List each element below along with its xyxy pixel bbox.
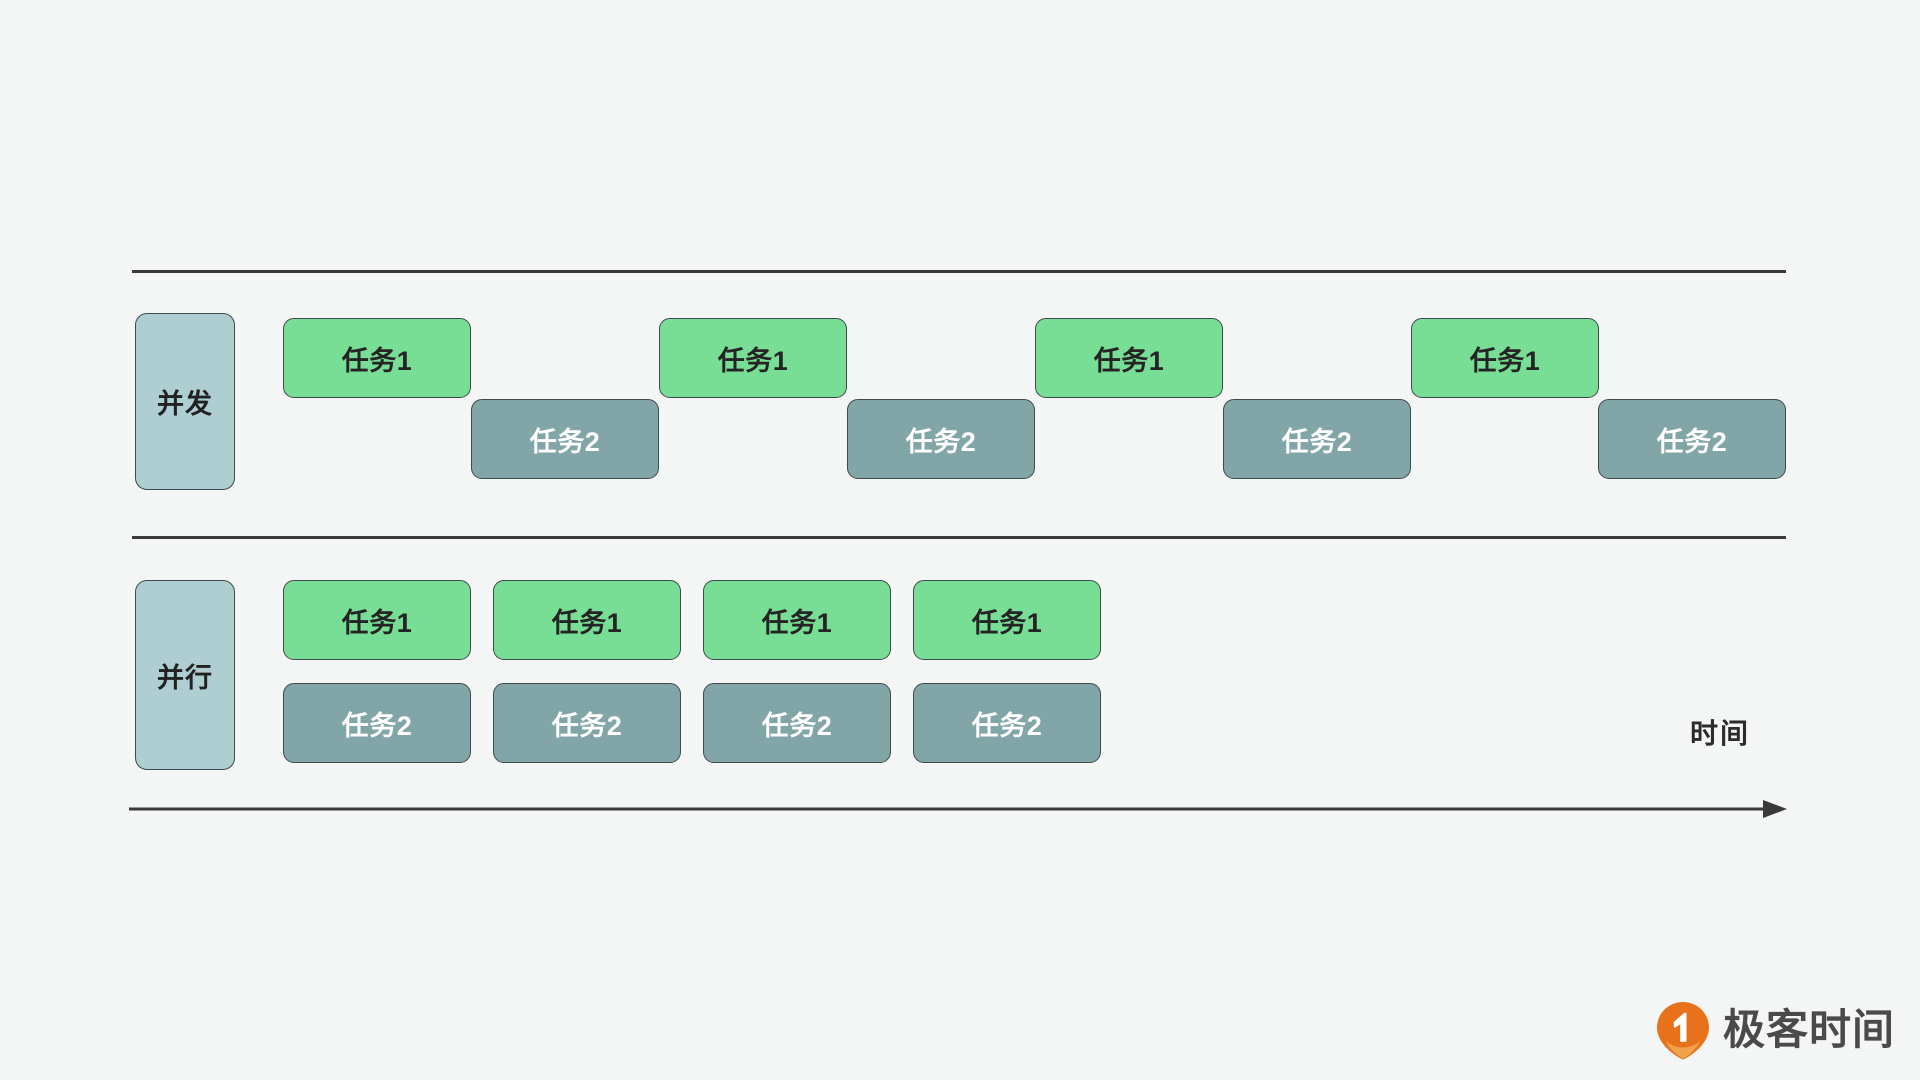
task-block-parallel-task1-3: 任务1 — [703, 580, 891, 660]
task-block-label: 任务2 — [905, 426, 977, 457]
lane-label-concurrent: 并发 — [135, 313, 235, 490]
task-block-parallel-task2-4: 任务2 — [913, 683, 1101, 763]
geektime-pin-icon — [1657, 1002, 1709, 1060]
task-block-label: 任务1 — [717, 345, 789, 376]
task-block-label: 任务1 — [341, 607, 413, 638]
task-block-label: 任务2 — [551, 710, 623, 741]
task-block-concurrent-task1-4: 任务1 — [1411, 318, 1599, 398]
task-block-parallel-task1-2: 任务1 — [493, 580, 681, 660]
task-block-parallel-task2-2: 任务2 — [493, 683, 681, 763]
task-block-concurrent-task1-2: 任务1 — [659, 318, 847, 398]
task-block-concurrent-task2-2: 任务2 — [847, 399, 1035, 479]
time-axis-label: 时间 — [1690, 718, 1751, 749]
brand-logo: 极客时间 — [1655, 1000, 1895, 1060]
task-block-label: 任务1 — [1469, 345, 1541, 376]
divider-line-top — [132, 270, 1786, 273]
task-block-concurrent-task2-3: 任务2 — [1223, 399, 1411, 479]
task-block-parallel-task2-3: 任务2 — [703, 683, 891, 763]
brand-name: 极客时间 — [1723, 1006, 1896, 1053]
task-block-label: 任务2 — [761, 710, 833, 741]
task-block-label: 任务1 — [761, 607, 833, 638]
task-block-concurrent-task1-1: 任务1 — [283, 318, 471, 398]
task-block-label: 任务2 — [529, 426, 601, 457]
task-block-label: 任务2 — [1656, 426, 1728, 457]
time-axis-arrow — [129, 800, 1787, 818]
task-block-label: 任务2 — [341, 710, 413, 741]
task-block-label: 任务1 — [551, 607, 623, 638]
task-block-concurrent-task2-4: 任务2 — [1598, 399, 1786, 479]
task-block-label: 任务2 — [971, 710, 1043, 741]
task-block-label: 任务1 — [341, 345, 413, 376]
lane-label-parallel: 并行 — [135, 580, 235, 770]
task-block-label: 任务1 — [1093, 345, 1165, 376]
task-block-concurrent-task2-1: 任务2 — [471, 399, 659, 479]
task-block-label: 任务2 — [1281, 426, 1353, 457]
task-block-label: 任务1 — [971, 607, 1043, 638]
task-block-parallel-task1-4: 任务1 — [913, 580, 1101, 660]
task-block-parallel-task2-1: 任务2 — [283, 683, 471, 763]
task-block-concurrent-task1-3: 任务1 — [1035, 318, 1223, 398]
task-block-parallel-task1-1: 任务1 — [283, 580, 471, 660]
divider-line-middle — [132, 536, 1786, 539]
